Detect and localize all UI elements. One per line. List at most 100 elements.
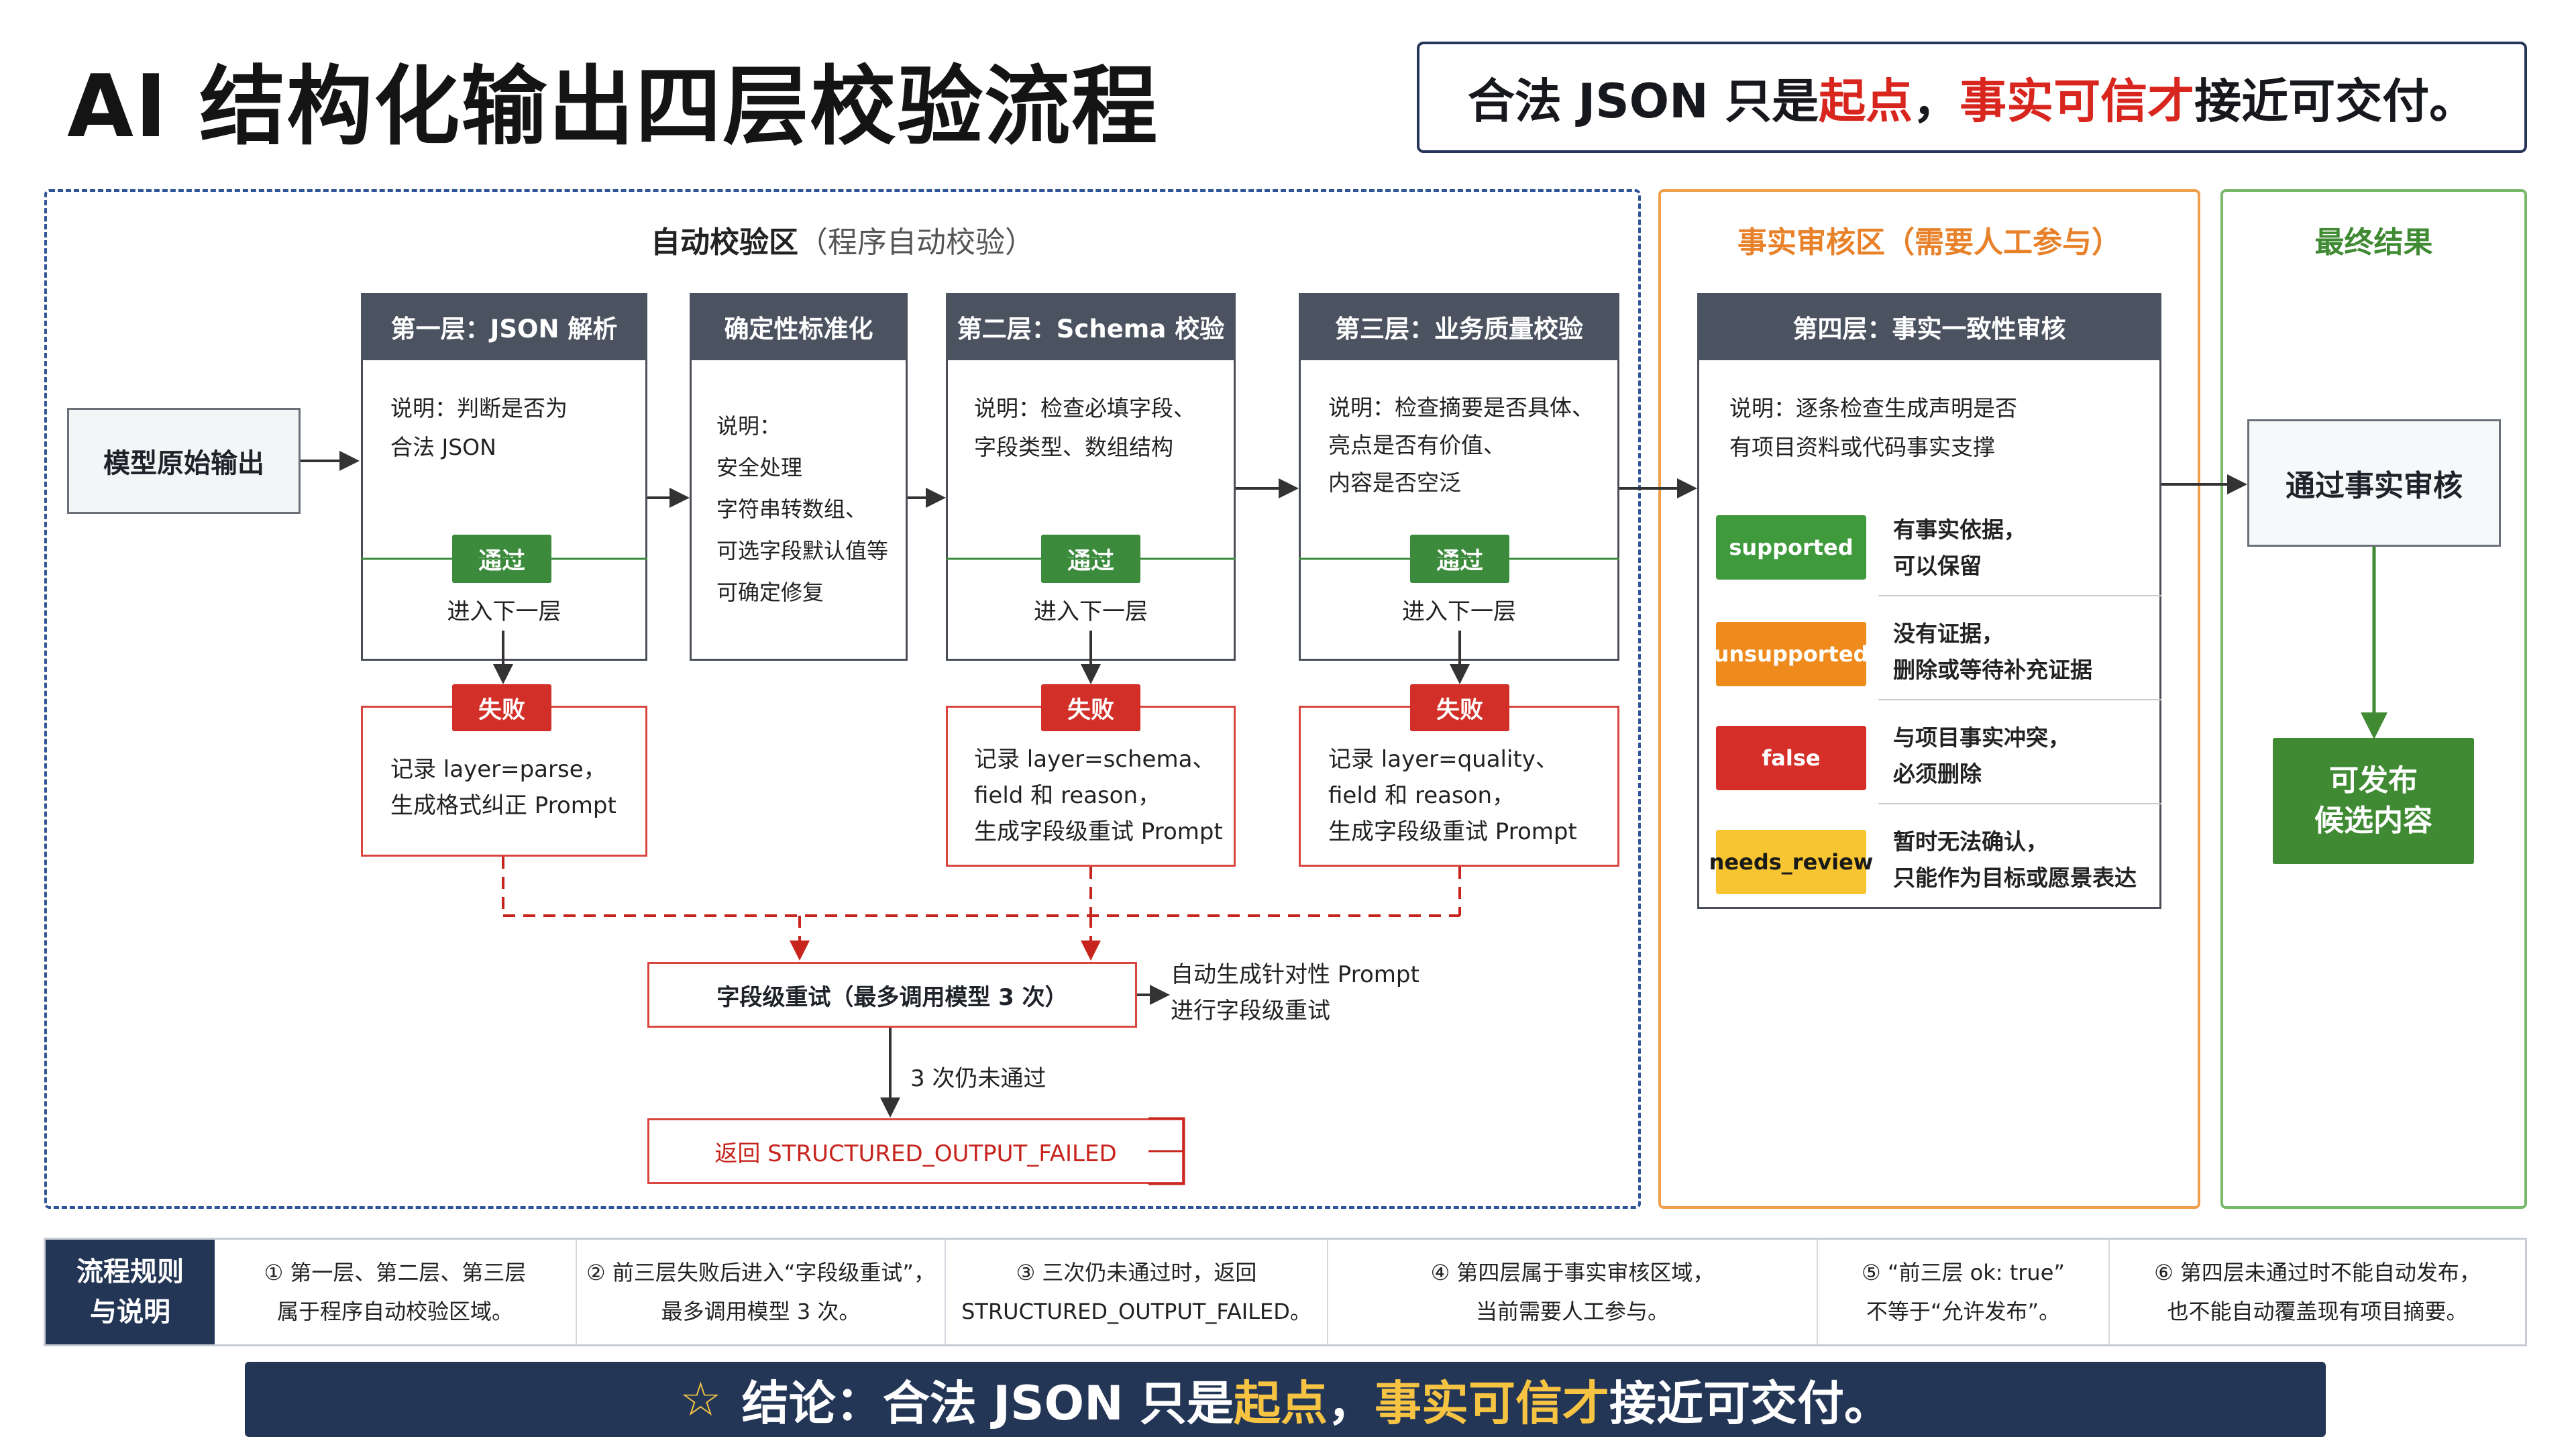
rule-line-l2: 不等于“允许发布”。: [1866, 1299, 2061, 1324]
structured-output-failed-box: 返回 STRUCTURED_OUTPUT_FAILED: [647, 1118, 1184, 1184]
verdict-tag-unsupported: unsupported: [1714, 622, 1868, 686]
layer3-fail-line1: 记录 layer=quality、: [1328, 746, 1558, 773]
verdict-description: 没有证据， 删除或等待补充证据: [1893, 616, 2161, 688]
verdict-divider: [1878, 595, 2161, 596]
layer3-desc-line2: 亮点是否有价值、: [1328, 432, 1505, 458]
verdict-desc-l1: 与项目事实冲突，: [1893, 724, 2070, 751]
rules-strip: 流程规则 与说明 ① 第一层、第二层、第三层属于程序自动校验区域。② 前三层失败…: [44, 1238, 2527, 1346]
rule-item: ② 前三层失败后进入“字段级重试”， 最多调用模型 3 次。: [576, 1240, 945, 1344]
verdict-desc-l1: 暂时无法确认，: [1893, 828, 2048, 855]
layer2-fail-text: 记录 layer=schema、 field 和 reason， 生成字段级重试…: [974, 741, 1232, 850]
fact-review-zone: [1658, 189, 2200, 1209]
layer4-desc-line2: 有项目资料或代码事实支撑: [1729, 434, 1995, 460]
verdict-row: unsupported 没有证据， 删除或等待补充证据: [1697, 617, 2161, 718]
layer2-description: 说明：检查必填字段、 字段类型、数组结构: [974, 389, 1232, 467]
verdict-desc-l1: 没有证据，: [1893, 621, 2004, 647]
verdict-tag-supported: supported: [1716, 515, 1866, 580]
layer1-fail-badge: 失败: [452, 684, 551, 731]
norm-desc-line3: 字符串转数组、: [716, 496, 867, 522]
layer1-next-label: 进入下一层: [447, 598, 561, 625]
norm-desc-line5: 可确定修复: [716, 580, 824, 605]
layer4-header: 第四层：事实一致性审核: [1697, 293, 2161, 360]
verdict-row: supported 有事实依据， 可以保留: [1697, 513, 2161, 614]
callout-highlight-fact: 事实可信才: [1960, 73, 2195, 129]
callout-highlight-start: 起点: [1819, 73, 1913, 129]
conclusion-comma: ，: [1328, 1375, 1375, 1431]
rule-line-l2: 也不能自动覆盖现有项目摘要。: [2167, 1299, 2468, 1324]
verdict-row: needs_review 暂时无法确认，只能作为目标或愿景表达: [1697, 825, 2161, 926]
rule-line-l1: ③ 三次仍未通过时，返回: [1016, 1260, 1257, 1285]
rule-item: ① 第一层、第二层、第三层属于程序自动校验区域。: [215, 1240, 576, 1344]
verdict-description: 暂时无法确认，只能作为目标或愿景表达: [1893, 824, 2161, 896]
verdict-divider: [1878, 699, 2161, 700]
rules-heading-line1: 流程规则: [76, 1256, 184, 1287]
rule-line-l1: ④ 第四层属于事实审核区域，: [1430, 1260, 1715, 1285]
rule-line-l1: ⑥ 第四层未通过时不能自动发布，: [2154, 1260, 2481, 1285]
auto-zone-title: 自动校验区（程序自动校验）: [44, 218, 1641, 261]
rule-line-l1: ② 前三层失败后进入“字段级重试”，: [586, 1260, 936, 1285]
conclusion-banner: ☆结论：合法 JSON 只是起点，事实可信才接近可交付。: [245, 1362, 2326, 1437]
publish-line1: 可发布: [2329, 763, 2418, 798]
layer2-fail-box: [946, 706, 1236, 867]
layer1-desc-line1: 说明：判断是否为: [390, 395, 568, 421]
layer1-fail-line1: 记录 layer=parse，: [390, 756, 606, 783]
layer2-desc-line1: 说明：检查必填字段、: [974, 395, 1195, 421]
rule-line-l2: STRUCTURED_OUTPUT_FAILED。: [961, 1299, 1311, 1324]
layer2-fail-badge: 失败: [1041, 684, 1140, 731]
verdict-tag-needs-review: needs_review: [1709, 830, 1873, 894]
layer3-fail-line3: 生成字段级重试 Prompt: [1328, 818, 1577, 845]
rule-line-l2: 最多调用模型 3 次。: [661, 1299, 861, 1324]
conclusion-part-a: 结论：合法 JSON 只是: [741, 1375, 1234, 1431]
rule-line-l1: ⑤ “前三层 ok: true”: [1862, 1260, 2065, 1285]
normalization-header: 确定性标准化: [690, 293, 908, 360]
normalization-description: 说明： 安全处理 字符串转数组、 可选字段默认值等 可确定修复: [716, 405, 904, 613]
layer1-description: 说明：判断是否为 合法 JSON: [390, 389, 639, 467]
publishable-candidate-box: 可发布 候选内容: [2273, 738, 2474, 864]
layer3-desc-line1: 说明：检查摘要是否具体、: [1328, 394, 1594, 421]
norm-desc-line4: 可选字段默认值等: [716, 538, 889, 564]
retry-note-line2: 进行字段级重试: [1171, 998, 1330, 1024]
fact-passed-box: 通过事实审核: [2247, 419, 2501, 547]
key-message-callout: 合法 JSON 只是起点，事实可信才接近可交付。: [1417, 42, 2527, 153]
rule-line-l2: 属于程序自动校验区域。: [276, 1299, 513, 1324]
layer2-header: 第二层：Schema 校验: [946, 293, 1236, 360]
callout-part-a: 合法 JSON 只是: [1467, 73, 1819, 129]
rule-item: ③ 三次仍未通过时，返回 STRUCTURED_OUTPUT_FAILED。: [945, 1240, 1327, 1344]
layer1-fail-line2: 生成格式纠正 Prompt: [390, 792, 616, 819]
layer3-fail-badge: 失败: [1410, 684, 1509, 731]
layer3-description: 说明：检查摘要是否具体、 亮点是否有价值、 内容是否空泛: [1328, 389, 1617, 502]
verdict-desc-l1: 有事实依据，: [1893, 517, 2026, 543]
publish-line2: 候选内容: [2314, 804, 2432, 838]
verdict-description: 与项目事实冲突，必须删除: [1893, 720, 2161, 792]
layer4-description: 说明：逐条检查生成声明是否 有项目资料或代码事实支撑: [1729, 389, 2159, 467]
verdict-desc-l2: 可以保留: [1893, 553, 1982, 579]
auto-zone-subtitle: （程序自动校验）: [798, 225, 1034, 260]
retry-note-line1: 自动生成针对性 Prompt: [1171, 961, 1419, 988]
rules-heading: 流程规则 与说明: [46, 1240, 215, 1344]
retry-note: 自动生成针对性 Prompt 进行字段级重试: [1171, 957, 1519, 1029]
retry-still-failing-label: 3 次仍未通过: [910, 1065, 1046, 1092]
page-title: AI 结构化输出四层校验流程: [67, 57, 1159, 157]
layer1-desc-line2: 合法 JSON: [390, 434, 496, 460]
callout-part-e: 接近可交付。: [2194, 73, 2477, 129]
rule-item: ⑤ “前三层 ok: true” 不等于“允许发布”。: [1817, 1240, 2108, 1344]
layer2-next-label: 进入下一层: [1034, 598, 1148, 625]
layer2-fail-line2: field 和 reason，: [974, 782, 1161, 809]
norm-desc-line1: 说明：: [716, 413, 782, 439]
layer3-desc-line3: 内容是否空泛: [1328, 470, 1461, 496]
rule-line-l1: ① 第一层、第二层、第三层: [264, 1260, 527, 1285]
field-retry-box: 字段级重试（最多调用模型 3 次）: [647, 962, 1137, 1028]
norm-desc-line2: 安全处理: [716, 455, 803, 480]
raw-output-box: 模型原始输出: [67, 408, 301, 514]
final-result-zone: [2220, 189, 2527, 1209]
layer3-fail-line2: field 和 reason，: [1328, 782, 1515, 809]
layer1-header: 第一层：JSON 解析: [361, 293, 647, 360]
star-icon: ☆: [679, 1372, 722, 1427]
fact-zone-title: 事实审核区（需要人工参与）: [1737, 225, 2121, 260]
conclusion-highlight-start: 起点: [1234, 1375, 1328, 1431]
verdict-desc-l2: 删除或等待补充证据: [1893, 657, 2092, 683]
callout-comma: ，: [1913, 73, 1960, 129]
layer2-fail-line3: 生成字段级重试 Prompt: [974, 818, 1223, 845]
layer3-header: 第三层：业务质量校验: [1299, 293, 1619, 360]
conclusion-part-e: 接近可交付。: [1609, 1375, 1892, 1431]
